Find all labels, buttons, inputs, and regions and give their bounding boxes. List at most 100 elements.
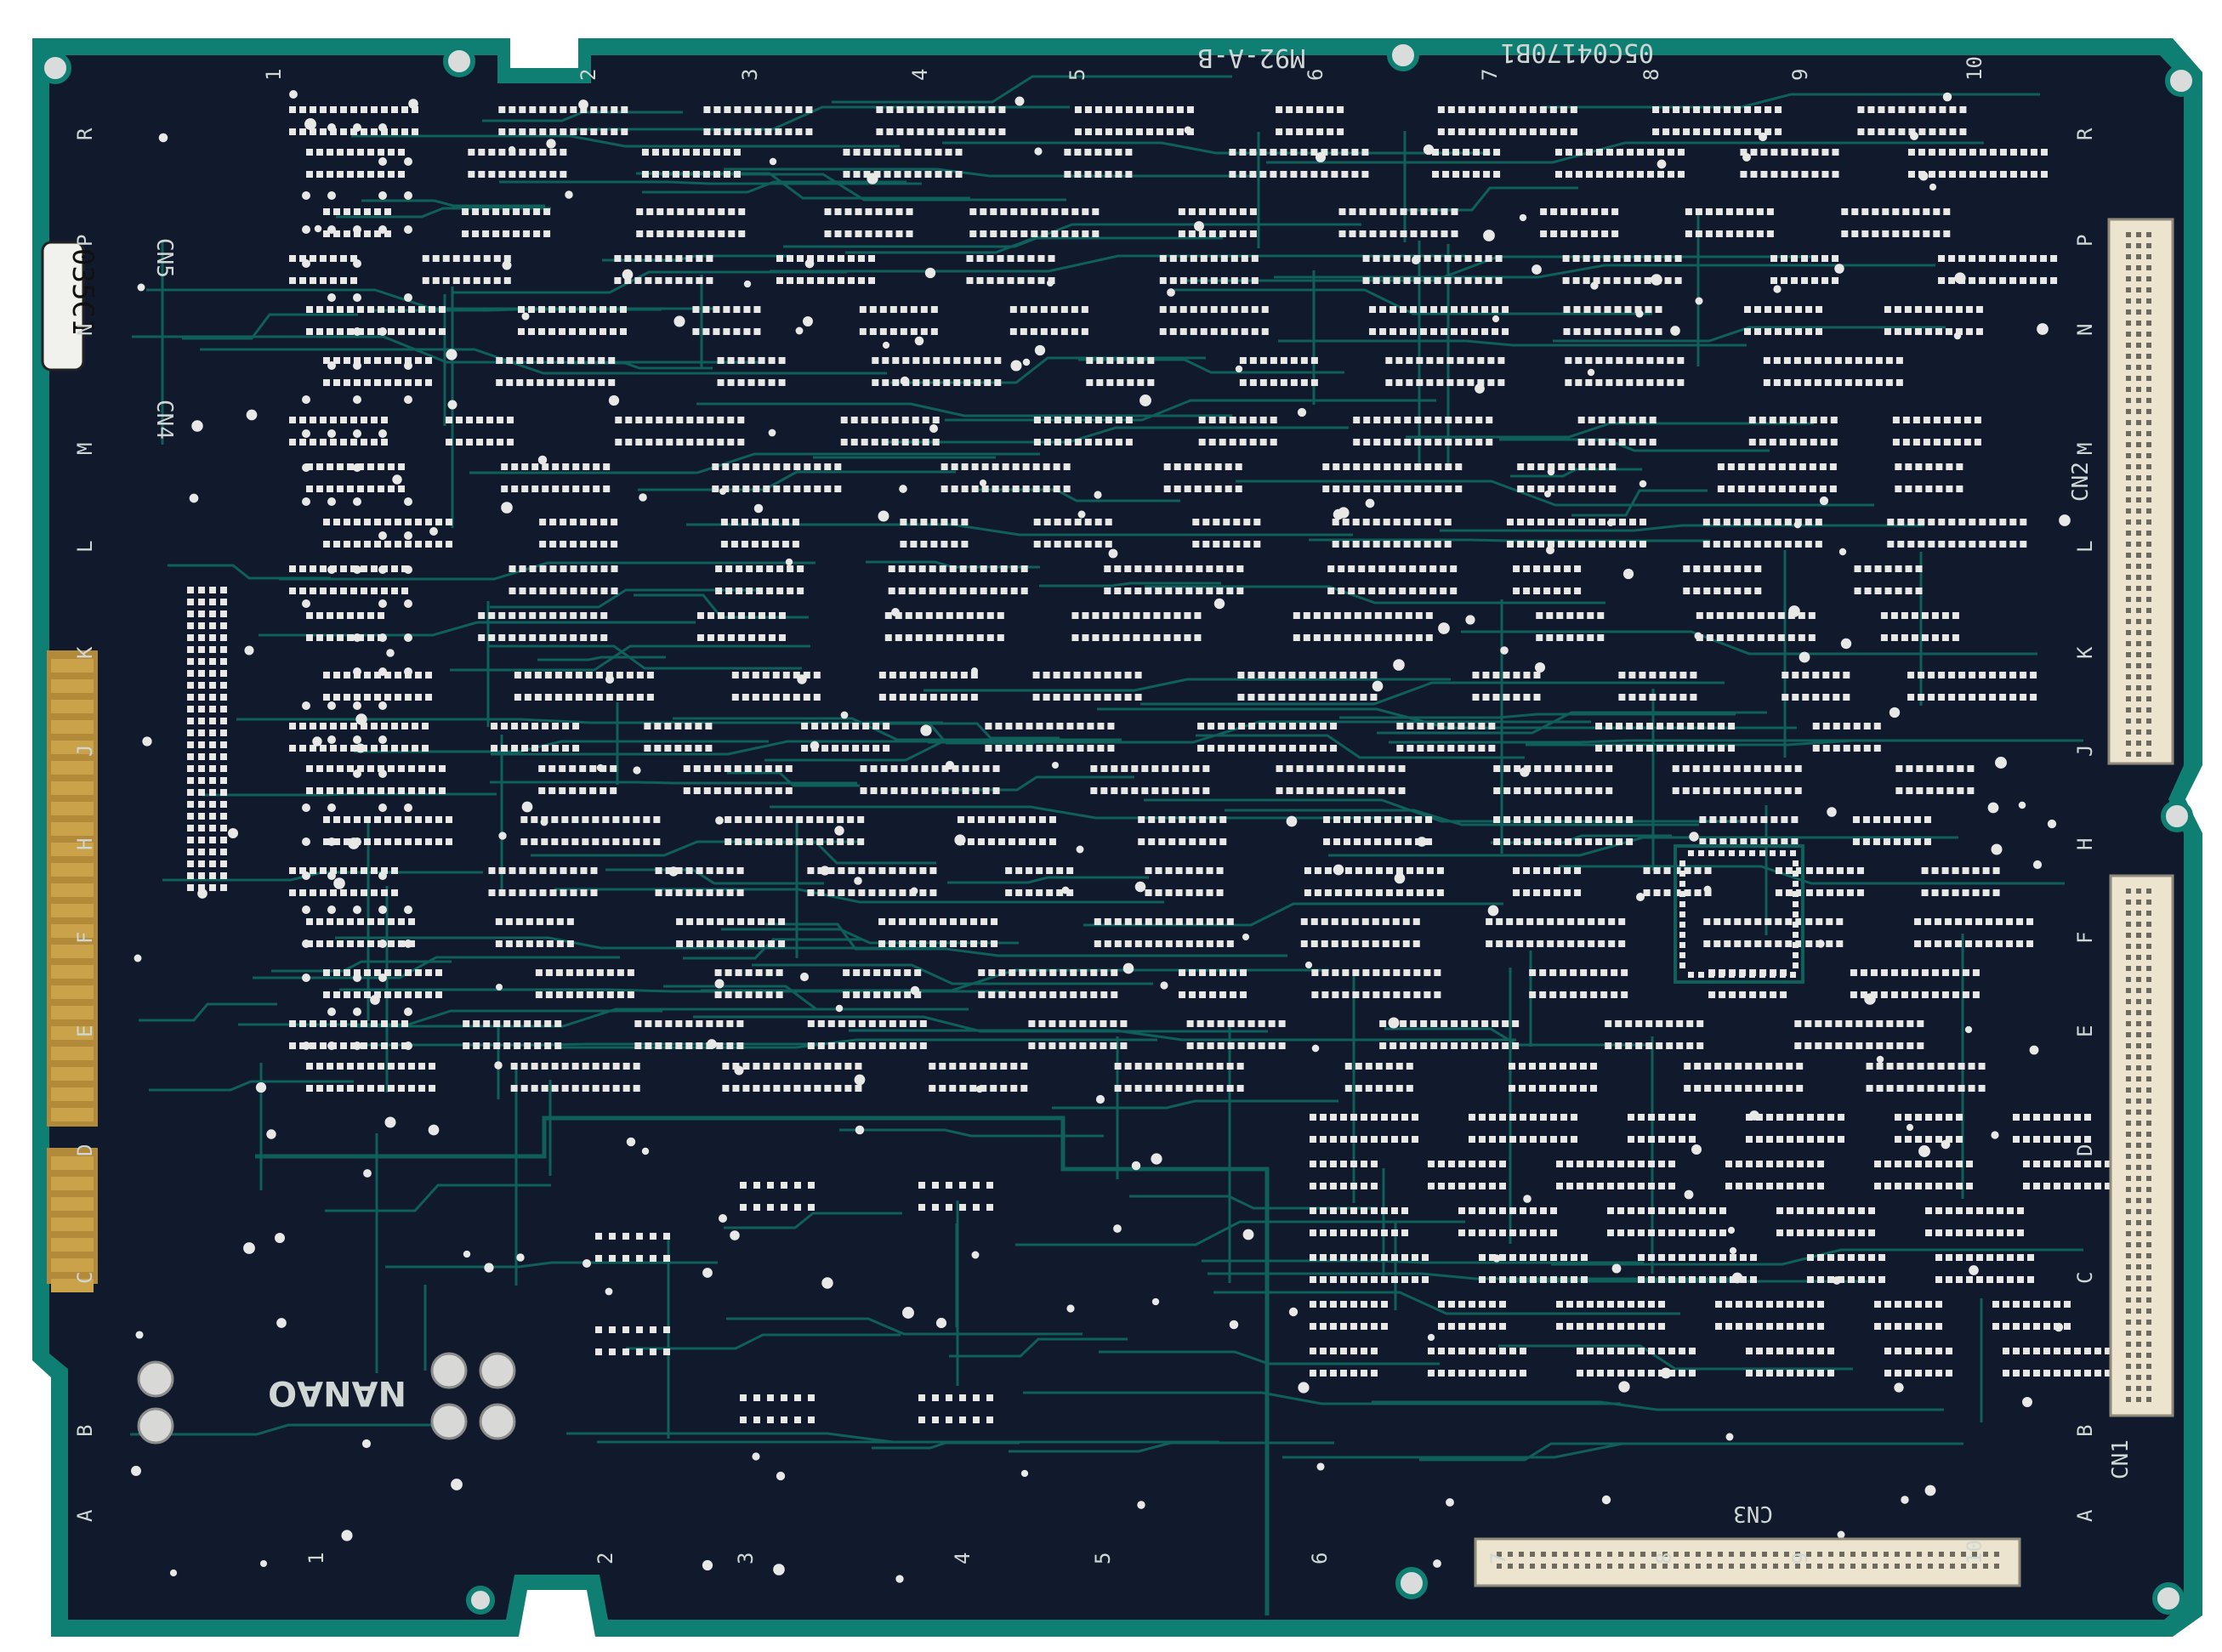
solder-pad [1374, 816, 1382, 823]
solder-pad [953, 379, 961, 386]
solder-pad [811, 723, 819, 729]
solder-pad [1734, 918, 1742, 925]
solder-pad [1866, 1020, 1873, 1027]
solder-pad [1683, 128, 1691, 135]
solder-pad [882, 357, 889, 364]
solder-pad [873, 171, 881, 178]
solder-pad [1616, 379, 1623, 386]
solder-pad [1946, 1161, 1952, 1167]
solder-pad [1591, 230, 1599, 237]
solder-pad [306, 171, 313, 178]
solder-pad [801, 745, 809, 752]
solder-pad [1554, 171, 1562, 178]
solder-pad [644, 723, 651, 729]
solder-pad [1375, 867, 1383, 874]
solder-pad [1020, 588, 1028, 594]
solder-pad [696, 940, 704, 947]
solder-pad [1165, 565, 1173, 572]
solder-pad [1509, 1276, 1516, 1283]
solder-pad [435, 991, 442, 998]
solder-pad [1175, 940, 1183, 947]
solder-pad [1358, 565, 1366, 572]
solder-pad [753, 1182, 760, 1189]
solder-pad [1812, 694, 1820, 701]
solder-pad [491, 723, 498, 729]
solder-pad [1414, 439, 1422, 446]
solder-pad [1946, 1276, 1952, 1283]
solder-pad [1915, 485, 1923, 492]
solder-pad [1382, 918, 1389, 925]
solder-pad [1605, 379, 1613, 386]
solder-pad [861, 439, 868, 446]
solder-pad [1299, 723, 1307, 729]
solder-pad [1962, 991, 1969, 998]
solder-pad [1708, 723, 1715, 729]
solder-pad [1946, 1183, 1952, 1189]
solder-pad [1100, 765, 1108, 772]
solder-pad [1643, 867, 1651, 874]
solder-pad [1775, 940, 1782, 947]
solder-pad [904, 991, 912, 998]
solder-pad [853, 969, 861, 976]
solder-pad [1815, 541, 1822, 548]
solder-pad [1878, 1254, 1885, 1261]
solder-pad [347, 485, 354, 492]
solder-pad [1568, 485, 1576, 492]
solder-pad [1020, 328, 1027, 335]
solder-pad [1226, 1085, 1234, 1092]
solder-pad [1679, 672, 1687, 678]
solder-pad [1029, 991, 1037, 998]
solder-pad [1549, 128, 1557, 135]
solder-pad [1616, 816, 1623, 823]
solder-pad [888, 565, 895, 572]
solder-pad [1206, 940, 1213, 947]
solder-pad [1372, 969, 1380, 976]
solder-pad [1216, 1063, 1224, 1070]
solder-pad [1259, 723, 1266, 729]
solder-pad [712, 463, 719, 470]
solder-pad [1918, 149, 1925, 156]
trace [1526, 739, 2083, 747]
solder-pad [327, 1063, 333, 1070]
solder-pad [755, 816, 763, 823]
solder-pad [1032, 463, 1040, 470]
solder-pad [697, 230, 705, 237]
solder-pad [1597, 1183, 1604, 1189]
solder-pad [378, 149, 384, 156]
solder-pad [2094, 1161, 2101, 1167]
solder-pad [1124, 588, 1132, 594]
solder-pad [1564, 889, 1571, 896]
solder-pad [1080, 991, 1088, 998]
solder-pad [1105, 439, 1112, 446]
solder-pad [1755, 1085, 1763, 1092]
solder-pad [1595, 171, 1603, 178]
solder-pad [1322, 485, 1330, 492]
solder-pad [1389, 328, 1397, 335]
solder-pad [1316, 787, 1324, 794]
solder-pad [1726, 634, 1734, 641]
solder-pad [1590, 969, 1598, 976]
solder-pad [1314, 867, 1321, 874]
solder-pad [1946, 787, 1954, 794]
solder-pad [590, 612, 598, 619]
solder-pad [1189, 991, 1196, 998]
solder-pad [1963, 417, 1971, 423]
solder-pad [1613, 277, 1621, 284]
solder-pad [384, 672, 391, 678]
solder-pad [764, 106, 772, 113]
solder-pad [367, 149, 374, 156]
solder-pad [1332, 541, 1339, 548]
solder-pad [1479, 1370, 1486, 1377]
solder-pad [497, 439, 504, 446]
solder-pad [872, 379, 879, 386]
solder-pad [289, 565, 296, 572]
solder-pad [1911, 634, 1918, 641]
solder-pad [1217, 1042, 1225, 1049]
solder-pad [1931, 991, 1939, 998]
solder-pad [405, 969, 412, 976]
solder-pad [1939, 106, 1946, 113]
solder-pad [1361, 1114, 1367, 1121]
solder-pad [1730, 1254, 1736, 1261]
solder-pad [1989, 672, 1997, 678]
solder-pad [736, 889, 744, 896]
